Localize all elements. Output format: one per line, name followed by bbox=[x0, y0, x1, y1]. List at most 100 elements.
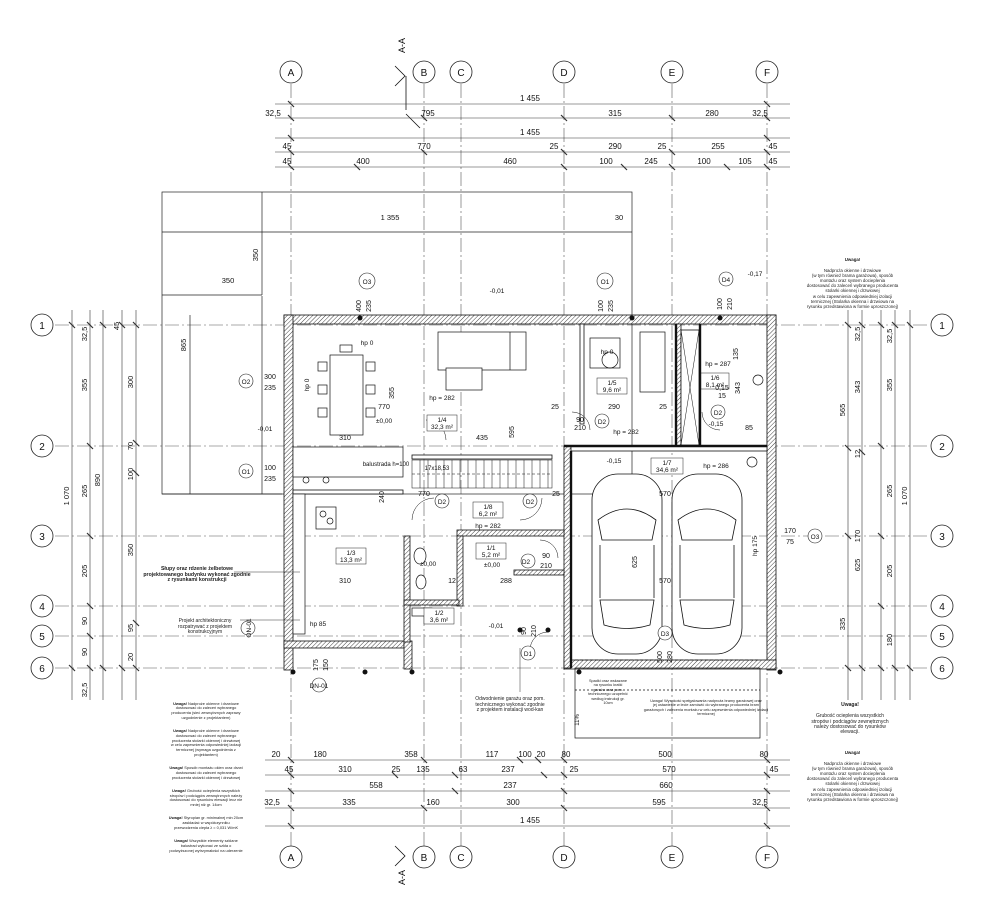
dim-top-r4-5: 105 bbox=[738, 157, 752, 166]
md-235b: 235 bbox=[608, 300, 615, 312]
room-1-6-area: 8,1 m² bbox=[706, 382, 725, 389]
left-note-5: Uwaga! Styropian gr. minimalnej min 20cm… bbox=[150, 816, 262, 830]
dim-left-mid-2: 890 bbox=[93, 474, 102, 487]
dim-bot-r1-4: 100 bbox=[518, 750, 532, 759]
room-1-6-id: 1/6 bbox=[710, 375, 719, 382]
axis-label-a-bottom: A bbox=[288, 853, 295, 864]
note-structure-text: Słupy oraz rdzenie żelbetowe projektowan… bbox=[143, 566, 251, 584]
height-hp85: hp 85 bbox=[310, 621, 327, 628]
car-right-icon bbox=[671, 473, 743, 655]
md-90b: 90 bbox=[521, 627, 528, 635]
dim-left-mid-6: 32,5 bbox=[80, 683, 89, 698]
dim-right-in-5: 625 bbox=[853, 559, 862, 572]
axis-label-f-bottom: F bbox=[764, 853, 770, 864]
room-1-4: 1/4 32,3 m² bbox=[426, 414, 458, 432]
md-210b: 210 bbox=[531, 625, 538, 637]
room-1-2-area: 3,6 m² bbox=[430, 617, 449, 624]
level-000-c: ±0,00 bbox=[420, 561, 437, 568]
room-1-8-area: 6,2 m² bbox=[479, 511, 498, 518]
height-hp286: hp = 286 bbox=[703, 463, 729, 470]
md-240: 240 bbox=[379, 491, 386, 503]
dim-bot-r2-45a: 45 bbox=[285, 765, 294, 774]
level-001-c: -0,01 bbox=[489, 623, 504, 630]
dim-right-in-2: 565 bbox=[838, 404, 847, 417]
opening-d2-b: D2 bbox=[526, 499, 535, 506]
md-210d: 210 bbox=[540, 563, 552, 570]
thick-partitions bbox=[564, 324, 767, 668]
dim-bot-r1-5: 20 bbox=[537, 750, 546, 759]
kitchen-island-icon bbox=[292, 446, 404, 635]
md-500: 500 bbox=[657, 651, 664, 663]
section-label-bottom: A-A bbox=[397, 870, 407, 885]
left-note-4-title: Uwaga! bbox=[172, 787, 186, 793]
md-90c: 90 bbox=[542, 553, 550, 560]
opening-d2-d: D2 bbox=[714, 410, 723, 417]
axis-label-d-top: D bbox=[560, 68, 567, 79]
dim-top-r1-1: 795 bbox=[421, 109, 435, 118]
dim-right-mid-0: 355 bbox=[885, 379, 894, 392]
dim-right-mid-2: 205 bbox=[885, 565, 894, 578]
dim-top-r1-4: 32,5 bbox=[752, 109, 768, 118]
axis-label-c-top: C bbox=[457, 68, 464, 79]
level-001-b: -0,01 bbox=[258, 426, 273, 433]
room-1-5-area: 9,6 m² bbox=[603, 387, 622, 394]
note-top-right-title: Uwaga! bbox=[844, 257, 861, 263]
opening-d3: D3 bbox=[661, 631, 670, 638]
dim-bot-total: 1 455 bbox=[520, 816, 541, 825]
axis-label-2-left: 2 bbox=[39, 442, 45, 453]
dim-right-mid-4: 32,5 bbox=[885, 329, 894, 344]
dim-right-in-0: 32,5 bbox=[853, 327, 862, 342]
md-85: 85 bbox=[745, 425, 753, 432]
dim-bot-r4-1: 160 bbox=[426, 798, 440, 807]
md-100a: 100 bbox=[598, 300, 605, 312]
dim-right-in-4: 170 bbox=[853, 530, 862, 543]
room-1-5: 1/5 9,6 m² bbox=[596, 377, 628, 395]
level-015-b: -0,15 bbox=[709, 421, 724, 428]
dim-bot-r3-1: 237 bbox=[503, 781, 517, 790]
left-note-1-title: Uwaga! bbox=[173, 700, 187, 706]
dim-top-r4-45a: 45 bbox=[283, 157, 292, 166]
axis-label-e-bottom: E bbox=[669, 853, 676, 864]
md-175a: 175 bbox=[313, 659, 320, 671]
md-100c: 100 bbox=[717, 298, 724, 310]
terrace-corner: 30 bbox=[615, 213, 623, 222]
room-1-1-area: 5,2 m² bbox=[482, 552, 501, 559]
axis-label-c-bottom: C bbox=[457, 853, 464, 864]
room-1-2: 1/2 3,6 m² bbox=[423, 607, 455, 625]
left-note-3-text: Sposób montażu okien oraz drzwi dostosow… bbox=[171, 765, 243, 780]
room-1-4-area: 32,3 m² bbox=[431, 424, 454, 431]
room-1-1-id: 1/1 bbox=[486, 545, 495, 552]
dimension-lines-left bbox=[68, 310, 140, 700]
md-570b: 570 bbox=[659, 578, 671, 585]
column-markers bbox=[290, 315, 783, 675]
dim-left-in-2: 300 bbox=[126, 376, 135, 389]
dim-top-r1-2: 315 bbox=[608, 109, 622, 118]
dim-top-r4-3: 245 bbox=[644, 157, 658, 166]
dim-left-mid-5: 90 bbox=[80, 648, 89, 656]
dim-right-in-6: 335 bbox=[838, 618, 847, 631]
dim-bot-r4-2: 300 bbox=[506, 798, 520, 807]
level-015-a: -0,15 bbox=[607, 458, 622, 465]
note-right-bottom-text: Nadproża okienne i drzwiowe (w tym równi… bbox=[806, 760, 899, 803]
md-100b: 100 bbox=[264, 465, 276, 472]
dim-bot-r2-2: 135 bbox=[416, 765, 430, 774]
dim-top-r4-4: 100 bbox=[697, 157, 711, 166]
md-235a: 235 bbox=[366, 300, 373, 312]
dim-left-in-4: 100 bbox=[126, 468, 135, 481]
height-hp282-b: hp = 282 bbox=[475, 523, 501, 530]
dim-bot-r1-8: 80 bbox=[760, 750, 769, 759]
dim-top-r3-1: 25 bbox=[550, 142, 559, 151]
md-770a: 770 bbox=[378, 404, 390, 411]
level-000-b: ±0,00 bbox=[484, 562, 501, 569]
dim-bot-r1-0: 20 bbox=[272, 750, 281, 759]
room-1-8-id: 1/8 bbox=[483, 504, 492, 511]
note-garage-gate: Uwaga! Wysokość spełgalowania nadproża b… bbox=[638, 694, 774, 717]
dim-top-r3-0: 770 bbox=[417, 142, 431, 151]
sofa-icon bbox=[437, 331, 527, 391]
dim-bot-r1-1: 180 bbox=[313, 750, 327, 759]
md-12: 12 bbox=[448, 578, 456, 585]
axis-label-a-top: A bbox=[288, 68, 295, 79]
opening-marker-circles bbox=[238, 271, 823, 693]
dim-right-in-1: 343 bbox=[853, 381, 862, 394]
